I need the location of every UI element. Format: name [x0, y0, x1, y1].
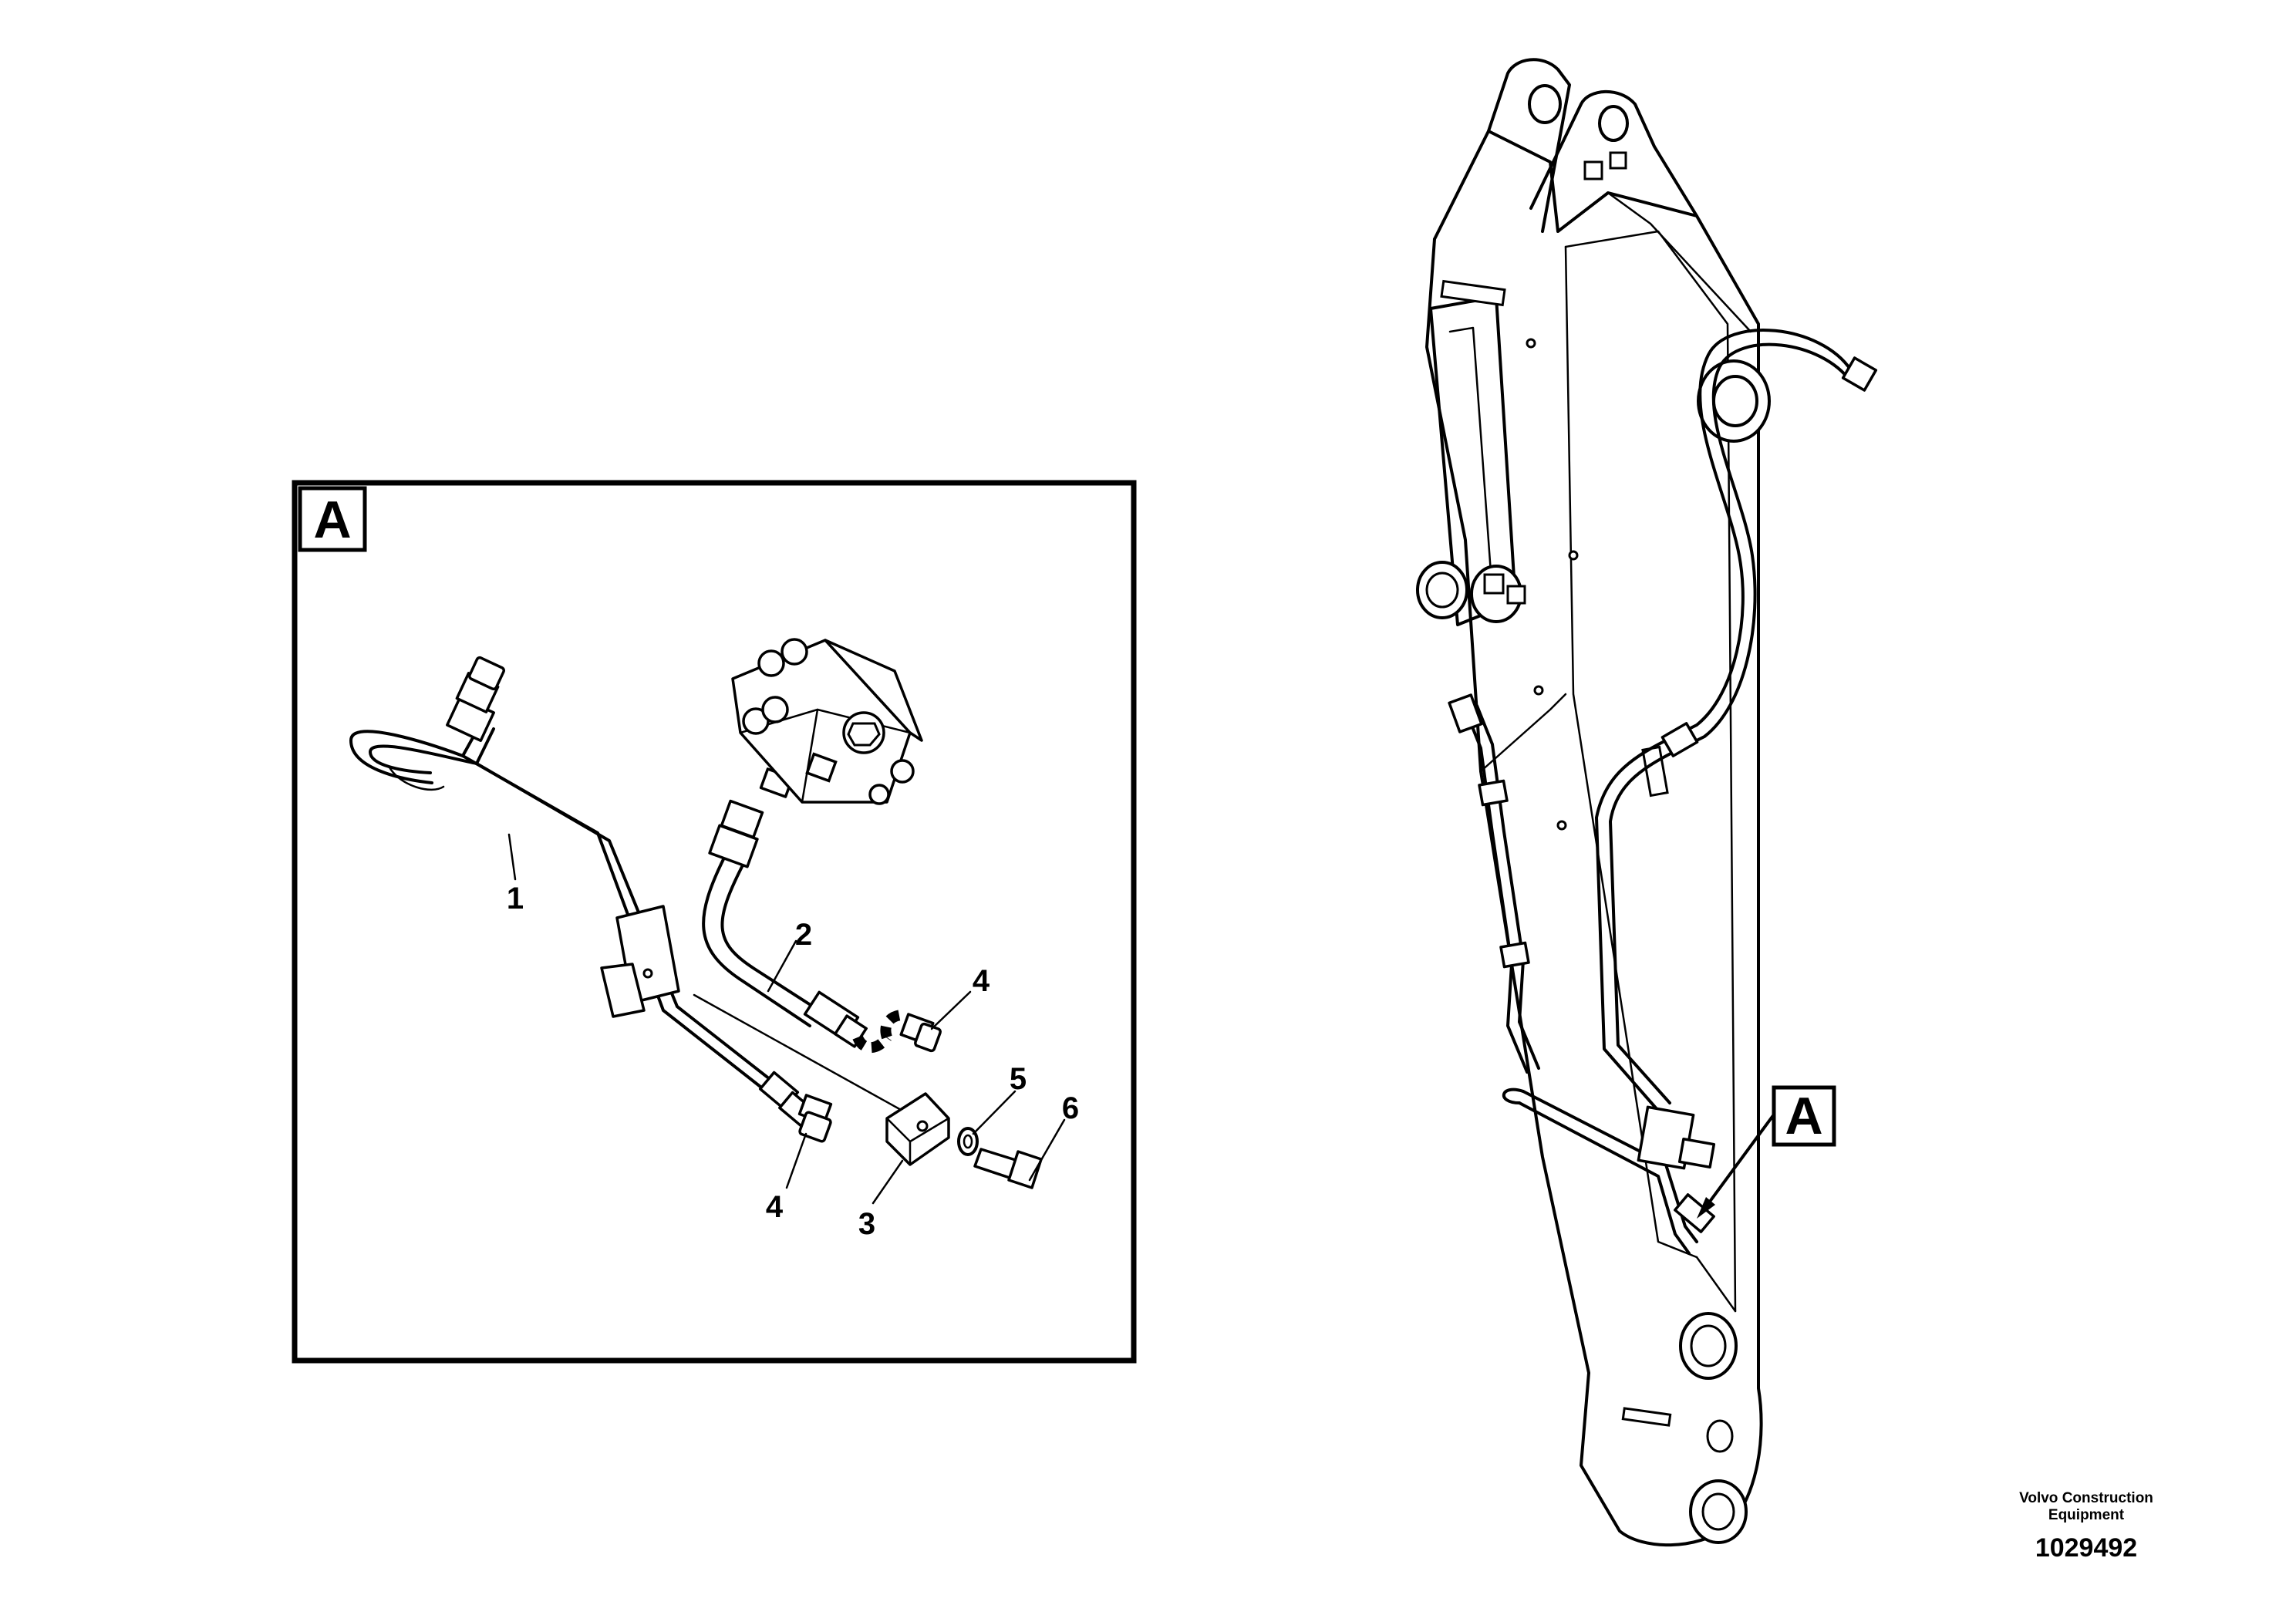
detail-view-tag: A	[313, 491, 351, 549]
part-label-5: 5	[1010, 1062, 1027, 1096]
part-label-1: 1	[507, 882, 524, 916]
valve-block	[731, 638, 923, 805]
company-line-2: Equipment	[2048, 1507, 2125, 1523]
screw-part-6	[973, 1148, 1043, 1189]
plug-part-4-upper	[899, 1013, 942, 1053]
detail-view-a: A	[292, 480, 1137, 1364]
plug-part-4-lower	[797, 1094, 833, 1143]
drawing-number: 1029492	[2035, 1533, 2137, 1563]
drawing-credit: Volvo Construction Equipment 1029492	[2019, 1490, 2153, 1563]
excavator-arm: A	[1416, 58, 1878, 1547]
pipe-part-1	[349, 656, 821, 1135]
company-line-1: Volvo Construction	[2019, 1490, 2153, 1506]
part-label-3: 3	[858, 1207, 875, 1241]
part-label-2: 2	[795, 918, 812, 952]
part-label-6: 6	[1062, 1091, 1079, 1125]
callout-tag-box	[1772, 1085, 1836, 1147]
callout-tag: A	[1785, 1087, 1822, 1145]
clamp-part-3	[885, 1092, 950, 1166]
part-label-4-upper: 4	[973, 964, 990, 998]
detail-view-tag-box	[298, 486, 367, 552]
detail-view-frame	[292, 480, 1137, 1364]
part-label-4-lower: 4	[766, 1190, 784, 1224]
